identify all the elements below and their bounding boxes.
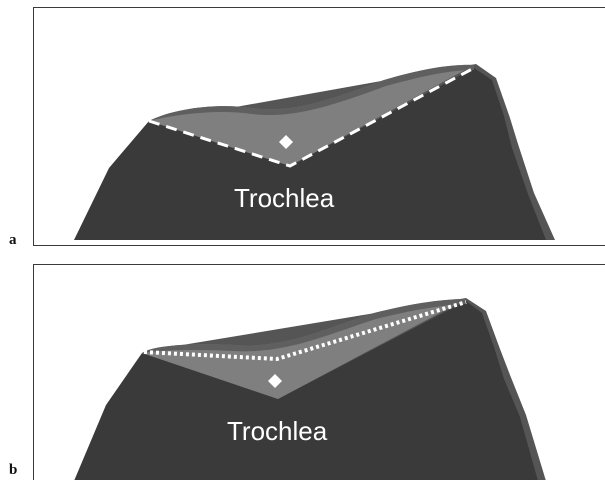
panel-b-illustration	[34, 265, 605, 480]
panel-b-frame	[33, 264, 605, 480]
panel-b-letter: b	[9, 462, 17, 479]
panel-a-letter: a	[9, 232, 17, 249]
panel-b-trochlea-label: Trochlea	[227, 416, 327, 447]
panel-a-trochlea-label: Trochlea	[234, 183, 334, 214]
